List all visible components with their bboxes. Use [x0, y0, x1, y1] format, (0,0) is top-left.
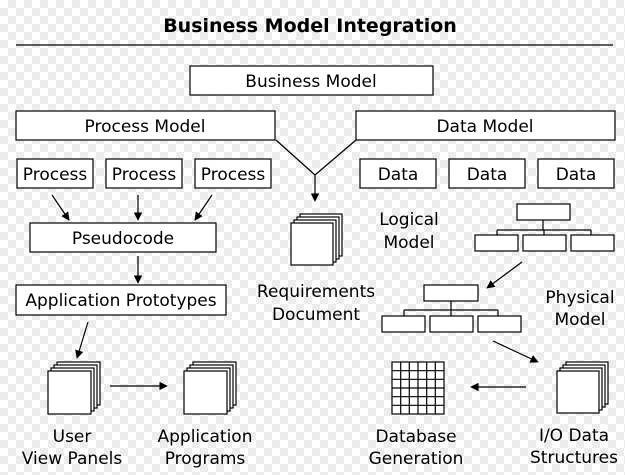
svg-text:Process: Process: [112, 165, 177, 185]
svg-text:Process Model: Process Model: [85, 117, 206, 137]
svg-text:Application Prototypes: Application Prototypes: [25, 291, 216, 311]
diagram-title: Business Model Integration: [163, 15, 457, 37]
physical-model-label-line1: Physical: [545, 288, 614, 308]
svg-text:Data Model: Data Model: [436, 117, 533, 137]
application-programs-label-line1: Application: [158, 427, 253, 447]
svg-text:Business Model: Business Model: [245, 72, 376, 92]
user-view-panels-label-line2: View Panels: [22, 449, 123, 469]
application-programs-label-line2: Programs: [165, 449, 246, 469]
user-view-panels-stack-icon: [47, 361, 101, 415]
business-model-box: Business Model: [189, 65, 434, 96]
svg-text:Data: Data: [556, 165, 597, 185]
data-box: Data: [448, 158, 526, 189]
svg-text:Process: Process: [201, 165, 266, 185]
process-to-pseudocode-arrows: [51, 194, 213, 221]
requirements-document-stack-icon: [290, 213, 343, 266]
io-data-structures-stack-icon: [556, 361, 609, 414]
physical-model-label-line2: Model: [554, 310, 605, 330]
logical-to-physical-arrow: [486, 261, 523, 289]
data-box: Data: [359, 158, 437, 189]
data-box: Data: [537, 158, 615, 189]
data-model-box: Data Model: [355, 110, 616, 141]
svg-text:Data: Data: [467, 165, 508, 185]
database-generation-label-line2: Generation: [369, 449, 464, 469]
application-programs-stack-icon: [183, 361, 237, 415]
merge-funnel: [275, 139, 357, 202]
process-box: Process: [194, 158, 272, 189]
database-generation-label-line1: Database: [375, 427, 456, 447]
pseudocode-box: Pseudocode: [29, 222, 217, 253]
physical-model-tree-icon: [381, 284, 522, 333]
process-box: Process: [105, 158, 183, 189]
physical-to-io-arrow: [492, 340, 539, 363]
logical-model-tree-icon: [474, 203, 615, 252]
svg-text:Process: Process: [23, 165, 88, 185]
prototypes-to-panels-arrow: [75, 321, 89, 359]
user-view-panels-label-line1: User: [53, 427, 92, 447]
application-prototypes-box: Application Prototypes: [15, 284, 227, 316]
io-data-structures-label-line1: I/O Data: [539, 426, 609, 446]
requirements-document-label-line1: Requirements: [257, 282, 375, 302]
logical-model-label-line1: Logical: [379, 210, 439, 230]
svg-text:Pseudocode: Pseudocode: [72, 229, 174, 249]
io-data-structures-label-line2: Structures: [530, 448, 618, 468]
database-grid-icon: [391, 361, 445, 415]
logical-model-label-line2: Model: [383, 233, 434, 253]
process-box: Process: [16, 158, 94, 189]
svg-text:Data: Data: [378, 165, 419, 185]
process-model-box: Process Model: [15, 110, 276, 141]
requirements-document-label-line2: Document: [272, 305, 360, 325]
